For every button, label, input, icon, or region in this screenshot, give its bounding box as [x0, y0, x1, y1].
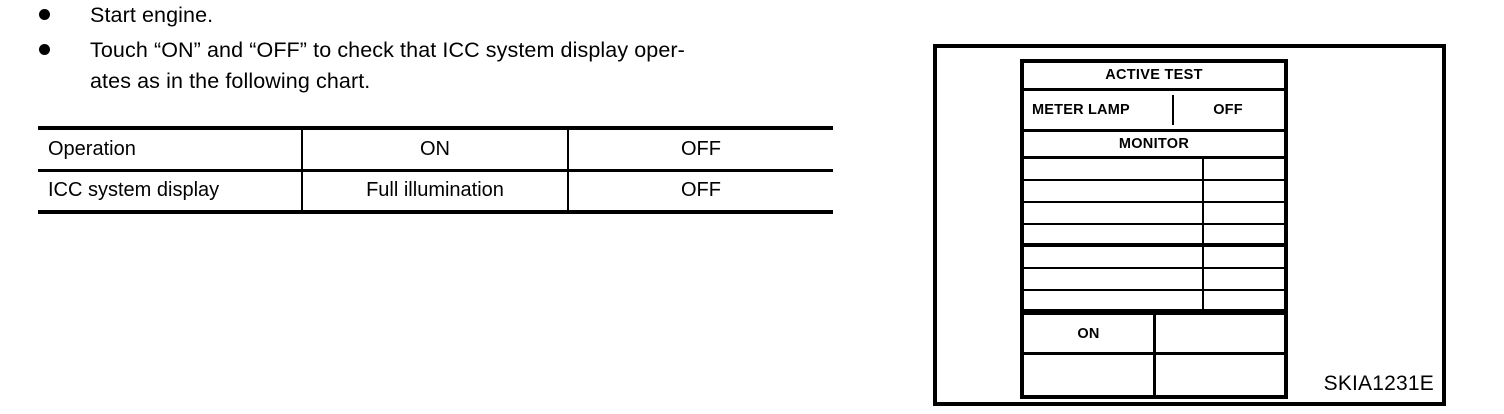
table-header-operation: Operation: [38, 126, 303, 172]
monitor-cell-value: [1204, 291, 1284, 309]
table-cell-off-value: OFF: [568, 170, 833, 214]
monitor-row: [1024, 203, 1284, 226]
column-divider: [1172, 94, 1174, 126]
softkey-blank-button[interactable]: [1024, 355, 1156, 396]
table-header-on: ON: [302, 126, 569, 172]
monitor-cell-name: [1024, 269, 1204, 290]
list-item: Touch “ON” and “OFF” to check that ICC s…: [30, 35, 930, 97]
active-test-item-name: METER LAMP: [1032, 102, 1130, 118]
softkey-row: [1024, 355, 1284, 396]
softkey-blank-button[interactable]: [1156, 355, 1284, 395]
monitor-row: [1024, 247, 1284, 270]
monitor-row: [1024, 225, 1284, 248]
softkey-blank-button[interactable]: [1156, 315, 1284, 352]
procedure-step-text: Touch “ON” and “OFF” to check that ICC s…: [90, 38, 685, 62]
monitor-row: [1024, 159, 1284, 182]
monitor-cell-name: [1024, 291, 1204, 310]
procedure-step-text: Start engine.: [90, 3, 214, 27]
softkey-on-button[interactable]: ON: [1024, 315, 1156, 353]
table-header-off: OFF: [568, 126, 833, 172]
active-test-item-value: OFF: [1213, 102, 1243, 118]
monitor-row: [1024, 291, 1284, 314]
monitor-row: [1024, 181, 1284, 204]
monitor-cell-value: [1204, 159, 1284, 179]
list-item: Start engine.: [30, 0, 930, 31]
consult-scan-tool-screen: ACTIVE TEST METER LAMP OFF MONITOR: [1020, 59, 1288, 399]
monitor-cell-name: [1024, 181, 1204, 202]
bullet-dot-icon: [39, 44, 50, 55]
operation-table: Operation ON OFF ICC system display Full…: [38, 126, 833, 214]
procedure-step-text-continued: ates as in the following chart.: [90, 69, 371, 93]
monitor-cell-value: [1204, 269, 1284, 289]
table-row: ICC system display Full illumination OFF: [38, 170, 833, 214]
bullet-dot-icon: [39, 9, 50, 20]
table-cell-on-value: Full illumination: [302, 170, 569, 214]
procedure-list: Start engine. Touch “ON” and “OFF” to ch…: [30, 0, 930, 101]
monitor-cell-value: [1204, 181, 1284, 201]
monitor-cell-value: [1204, 247, 1284, 267]
monitor-cell-name: [1024, 203, 1204, 224]
figure-caption: SKIA1231E: [1323, 372, 1434, 395]
table-header-row: Operation ON OFF: [38, 126, 833, 172]
illustration-frame: ACTIVE TEST METER LAMP OFF MONITOR: [933, 44, 1446, 406]
monitor-cell-name: [1024, 159, 1204, 180]
active-test-title: ACTIVE TEST: [1024, 63, 1284, 91]
softkey-button-area: ON: [1024, 313, 1284, 396]
active-test-item-row: METER LAMP OFF: [1024, 91, 1284, 133]
monitor-section-title: MONITOR: [1024, 132, 1284, 160]
monitor-row: [1024, 269, 1284, 292]
monitor-cell-name: [1024, 225, 1204, 244]
operation-chart: Operation ON OFF ICC system display Full…: [38, 126, 833, 214]
monitor-cell-value: [1204, 203, 1284, 223]
monitor-cell-name: [1024, 247, 1204, 268]
table-cell-label: ICC system display: [38, 170, 303, 214]
monitor-cell-value: [1204, 225, 1284, 243]
softkey-row: ON: [1024, 315, 1284, 356]
monitor-rows: [1024, 159, 1284, 314]
